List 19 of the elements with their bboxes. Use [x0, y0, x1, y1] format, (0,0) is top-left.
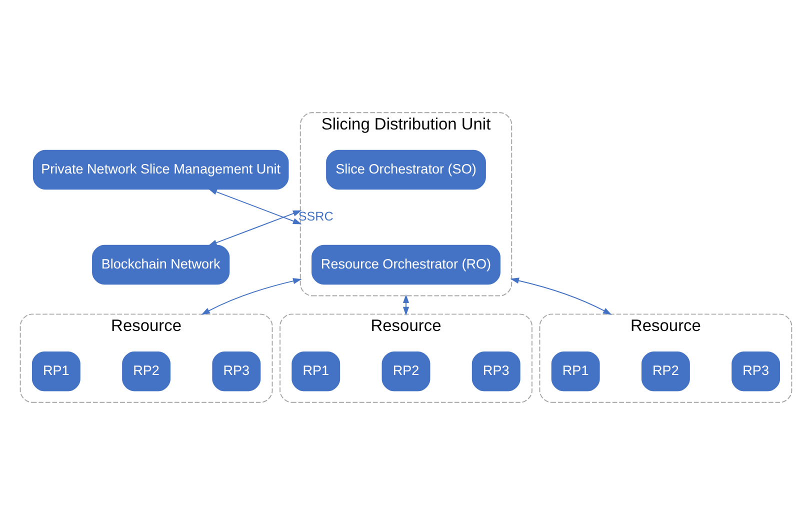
- node-box: Resource Orchestrator (RO): [312, 244, 500, 285]
- arrow: [510, 278, 612, 315]
- node-box: RP1: [551, 352, 600, 392]
- node-box: Slice Orchestrator (SO): [326, 150, 486, 190]
- node-box: RP2: [382, 352, 430, 392]
- arrow: [402, 294, 410, 316]
- node-box: RP1: [32, 352, 80, 392]
- node-box: Private Network Slice Management Unit: [32, 150, 289, 190]
- node-box: RP2: [641, 352, 690, 392]
- edge-label: SSRC: [298, 210, 334, 224]
- arrow: [208, 210, 302, 246]
- node-box: RP2: [122, 352, 171, 392]
- arrow: [208, 188, 302, 224]
- node-box: RP3: [472, 352, 520, 392]
- node-box: RP3: [732, 352, 780, 392]
- node-box: RP1: [292, 352, 340, 392]
- node-box: RP3: [212, 352, 261, 392]
- node-box: Blockchain Network: [92, 244, 230, 285]
- arrow: [201, 278, 302, 315]
